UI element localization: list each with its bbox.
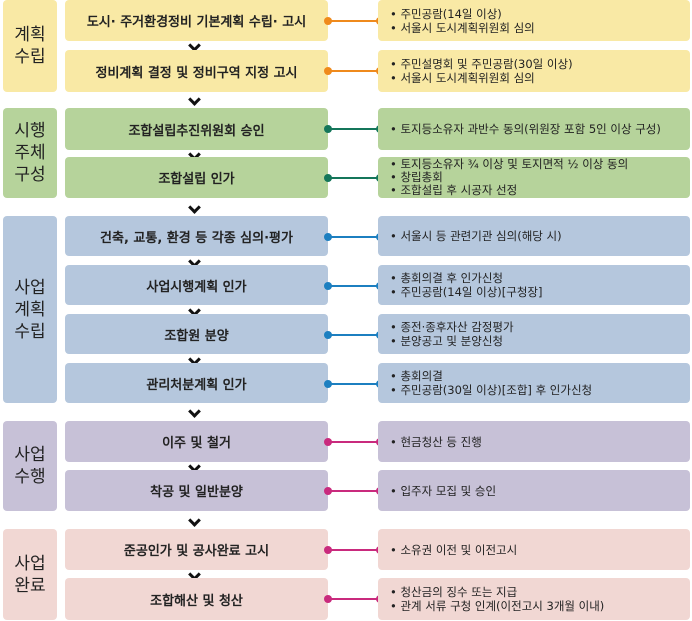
chevron-down-icon <box>189 257 201 265</box>
connector <box>324 595 384 603</box>
phase-label-line: 수립 <box>14 47 46 67</box>
step-title: 조합설립 인가 <box>158 172 235 187</box>
step-title: 관리처분계획 인가 <box>146 377 247 393</box>
detail-item: 서울시 등 관련기관 심의(해당 시) <box>390 229 690 243</box>
chevron-down-icon <box>189 407 201 415</box>
detail-item: 관계 서류 구청 인계(이전고시 3개월 이내) <box>390 599 690 613</box>
phase-label-line: 사업 <box>14 277 46 298</box>
phase-label-line: 시행 <box>14 121 46 141</box>
step-relocation: 이주 및 철거 <box>65 421 328 462</box>
chevron-down-icon <box>189 355 201 363</box>
step-implementation-plan: 사업시행계획 인가 <box>65 265 328 305</box>
detail-item: 총회의결 <box>390 369 690 383</box>
phase-label-line: 완료 <box>14 575 46 596</box>
connector <box>324 546 384 554</box>
step-title: 조합설립추진위원회 승인 <box>128 123 265 139</box>
step-details: 입주자 모집 및 승인 <box>378 470 690 511</box>
phase-label-line: 사업 <box>14 445 46 465</box>
step-dissolution: 조합해산 및 청산 <box>65 578 328 620</box>
chevron-down-icon <box>189 95 201 103</box>
detail-item: 분양공고 및 분양신청 <box>390 334 690 348</box>
phase-label-line: 수립 <box>14 321 46 342</box>
step-details: 현금청산 등 진행 <box>378 421 690 462</box>
detail-item: 서울시 도시계획위원회 심의 <box>390 21 690 35</box>
connector <box>324 174 384 182</box>
connector <box>324 487 384 495</box>
step-title: 조합원 분양 <box>164 328 229 344</box>
chevron-down-icon <box>189 516 201 524</box>
connector <box>324 331 384 339</box>
step-details: 서울시 등 관련기관 심의(해당 시) <box>378 216 690 256</box>
step-title: 정비계획 결정 및 정비구역 지정 고시 <box>95 65 298 81</box>
chevron-down-icon <box>189 41 201 49</box>
detail-item: 토지등소유자 ¾ 이상 및 토지면적 ½ 이상 동의 <box>390 158 690 171</box>
detail-item: 청산금의 징수 또는 지급 <box>390 585 690 599</box>
step-details: 소유권 이전 및 이전고시 <box>378 529 690 570</box>
step-basic-plan: 도시· 주거환경정비 기본계획 수립· 고시 <box>65 0 328 41</box>
connector <box>324 282 384 290</box>
connector <box>324 125 384 133</box>
connector <box>324 438 384 446</box>
step-committee-approval: 조합설립추진위원회 승인 <box>65 108 328 150</box>
connector <box>324 380 384 388</box>
step-reviews: 건축, 교통, 환경 등 각종 심의·평가 <box>65 216 328 256</box>
step-association-approval: 조합설립 인가 <box>65 157 328 198</box>
detail-item: 현금청산 등 진행 <box>390 435 690 449</box>
step-completion-notice: 준공인가 및 공사완료 고시 <box>65 529 328 570</box>
detail-item: 조합설립 후 시공자 선정 <box>390 184 690 197</box>
step-details: 주민공람(14일 이상)서울시 도시계획위원회 심의 <box>378 0 690 41</box>
phase-label-line: 계획 <box>14 25 46 45</box>
detail-item: 주민공람(14일 이상) <box>390 7 690 21</box>
detail-item: 창립총회 <box>390 171 690 184</box>
step-title: 조합해산 및 청산 <box>150 593 243 609</box>
detail-item: 서울시 도시계획위원회 심의 <box>390 71 690 85</box>
chevron-down-icon <box>189 462 201 470</box>
step-management-plan: 관리처분계획 인가 <box>65 363 328 403</box>
detail-item: 총회의결 후 인가신청 <box>390 271 690 285</box>
connector <box>324 17 384 25</box>
detail-item: 주민공람(14일 이상)[구청장] <box>390 285 690 299</box>
phase-label-line: 수행 <box>14 467 46 487</box>
step-details: 총회의결주민공람(30일 이상)[조합] 후 인가신청 <box>378 363 690 403</box>
step-title: 사업시행계획 인가 <box>146 279 247 295</box>
step-title: 도시· 주거환경정비 기본계획 수립· 고시 <box>86 15 307 30</box>
connector <box>324 233 384 241</box>
phase-label-line: 구성 <box>14 165 46 185</box>
step-title: 이주 및 철거 <box>162 436 231 451</box>
chevron-down-icon <box>189 570 201 578</box>
step-details: 주민설명회 및 주민공람(30일 이상)서울시 도시계획위원회 심의 <box>378 50 690 92</box>
step-construction: 착공 및 일반분양 <box>65 470 328 511</box>
step-title: 준공인가 및 공사완료 고시 <box>123 544 270 559</box>
phase-label-line: 주체 <box>14 143 46 163</box>
detail-item: 토지등소유자 과반수 동의(위원장 포함 5인 이상 구성) <box>390 122 690 136</box>
detail-item: 주민공람(30일 이상)[조합] 후 인가신청 <box>390 383 690 397</box>
step-title: 착공 및 일반분양 <box>150 485 243 500</box>
chevron-down-icon <box>189 306 201 314</box>
detail-item: 주민설명회 및 주민공람(30일 이상) <box>390 57 690 71</box>
step-details: 종전·종후자산 감정평가분양공고 및 분양신청 <box>378 314 690 354</box>
phase-label-line: 계획 <box>14 299 46 320</box>
phase-label-line: 사업 <box>14 553 46 574</box>
step-zone-designation: 정비계획 결정 및 정비구역 지정 고시 <box>65 50 328 92</box>
step-details: 총회의결 후 인가신청주민공람(14일 이상)[구청장] <box>378 265 690 305</box>
detail-item: 입주자 모집 및 승인 <box>390 484 690 498</box>
step-member-allocation: 조합원 분양 <box>65 314 328 354</box>
step-details: 토지등소유자 과반수 동의(위원장 포함 5인 이상 구성) <box>378 108 690 150</box>
step-details: 청산금의 징수 또는 지급관계 서류 구청 인계(이전고시 3개월 이내) <box>378 578 690 620</box>
detail-item: 종전·종후자산 감정평가 <box>390 320 690 334</box>
chevron-down-icon <box>189 203 201 211</box>
step-title: 건축, 교통, 환경 등 각종 심의·평가 <box>100 230 293 246</box>
step-details: 토지등소유자 ¾ 이상 및 토지면적 ½ 이상 동의창립총회조합설립 후 시공자… <box>378 157 690 198</box>
detail-item: 소유권 이전 및 이전고시 <box>390 543 690 557</box>
connector <box>324 67 384 75</box>
